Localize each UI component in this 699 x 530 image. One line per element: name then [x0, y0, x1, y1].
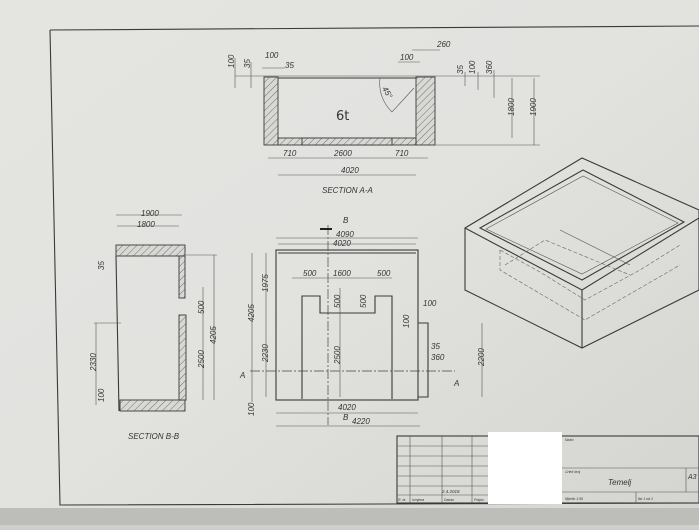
section-mark-a-left: A — [239, 371, 245, 380]
wall-left — [263, 76, 279, 146]
label: R. br. — [398, 498, 406, 502]
label: Naziv — [565, 438, 574, 442]
dim-label: 4205 — [247, 304, 256, 322]
slab-bottom — [119, 399, 186, 412]
section-a-a: 100 35 100 35 100 260 35 100 360 1800 19… — [227, 40, 540, 195]
dim-label: 4020 — [333, 239, 351, 248]
dim-label: 35 — [431, 342, 440, 351]
dim-label: 500 — [303, 269, 317, 278]
dim-label: 1975 — [261, 274, 270, 292]
section-mark-b-top: B — [343, 216, 349, 225]
dim-label: 100 — [247, 402, 256, 416]
dim-label: 100 — [97, 388, 106, 402]
right-extension — [418, 322, 429, 398]
label: Crtež broj — [565, 470, 580, 474]
frame-left-bottom — [49, 29, 699, 506]
dim-label: 2500 — [197, 350, 206, 369]
table-surface — [0, 508, 699, 525]
date: 2.4.2018 — [441, 489, 460, 494]
label: Potpis — [474, 498, 484, 502]
dim-label: 35 — [456, 65, 465, 74]
dim-label: 4205 — [209, 326, 218, 344]
section-title: SECTION A-A — [322, 186, 373, 195]
drawing-name: Temelj — [608, 478, 631, 487]
dim-label: 100 — [423, 299, 437, 308]
dim-label: 260 — [436, 40, 451, 49]
redaction-block — [488, 432, 562, 504]
label: Datum — [444, 498, 454, 502]
dim-label: 100 — [468, 60, 477, 74]
dim-label: 360 — [485, 60, 494, 74]
dim-label: 2330 — [89, 353, 98, 372]
dim-label: 35 — [285, 61, 294, 70]
dim-label: 1600 — [333, 269, 351, 278]
title-block: 2.4.2018 R. br. Izmjena Datum Potpis Naz… — [396, 432, 699, 504]
sheet-size: A3 — [687, 474, 697, 481]
sheet-number: list 1 od 1 — [638, 497, 653, 501]
frame-top — [49, 25, 699, 31]
dim-label: 2600 — [333, 149, 352, 158]
slab-top — [115, 244, 186, 257]
dim-label: 500 — [359, 294, 368, 308]
outer-outline — [275, 249, 419, 401]
dim-label: 500 — [333, 294, 342, 308]
dim-label: 100 — [227, 54, 236, 68]
dim-label: 2500 — [333, 346, 342, 365]
floor-thickening — [301, 137, 393, 146]
dim-label: 360 — [431, 353, 445, 362]
dim-label: 710 — [395, 149, 409, 158]
dim-label: 2230 — [261, 344, 270, 363]
dim-label: 1900 — [529, 98, 538, 116]
scale: Mjerilo 1:50 — [565, 497, 583, 501]
wall-right — [178, 314, 187, 401]
dim-label: 100 — [402, 314, 411, 328]
dim-label: 500 — [197, 300, 206, 314]
dim-label: 35 — [97, 261, 106, 270]
dim-label: 4220 — [352, 417, 370, 426]
handwritten-note: 6t — [336, 109, 349, 124]
section-mark-b-bottom: B — [343, 413, 349, 422]
dim-label: 500 — [377, 269, 391, 278]
paper — [0, 0, 699, 510]
dim-label: 4020 — [338, 403, 356, 412]
dim-label: 4090 — [336, 230, 354, 239]
dim-label: 2200 — [477, 348, 486, 367]
wall-right — [415, 76, 436, 146]
pit-outline — [301, 295, 393, 399]
plan-view: B B A A 4090 4020 500 1600 500 500 500 2… — [239, 216, 486, 427]
dim-label: 35 — [243, 59, 252, 68]
dim-label: 4020 — [341, 166, 359, 175]
dim-label: 1800 — [137, 220, 155, 229]
label: Izmjena — [412, 498, 424, 502]
dim-label: 1800 — [507, 98, 516, 116]
section-mark-a-right: A — [453, 379, 459, 388]
section-title: SECTION B-B — [128, 432, 180, 441]
isometric-view — [464, 157, 699, 349]
dim-label: 100 — [400, 53, 414, 62]
section-b-b: 1900 1800 35 500 2500 4205 2330 100 SECT… — [89, 209, 218, 441]
dim-label: 100 — [265, 51, 279, 60]
dim-label: 1900 — [141, 209, 159, 218]
dim-label: 710 — [283, 149, 297, 158]
